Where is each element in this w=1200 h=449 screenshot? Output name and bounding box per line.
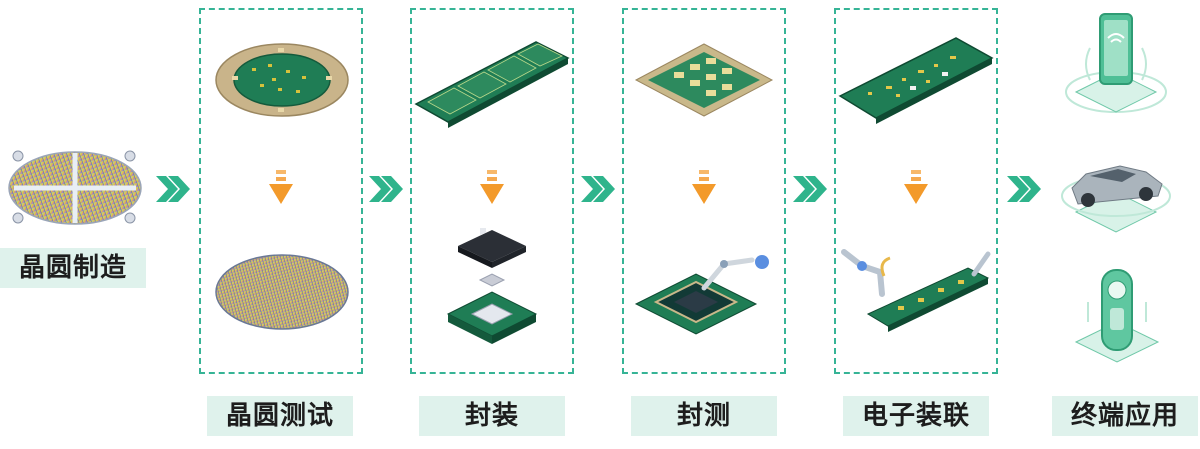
test-socket-robot-icon (634, 255, 769, 335)
arrow-down-icon (692, 170, 716, 204)
stage-box-package-test (622, 8, 786, 374)
stage-label-end-application: 终端应用 (1052, 396, 1198, 436)
pcb-board-icon (838, 37, 994, 124)
car-icon (1061, 165, 1171, 233)
chevron-right-icon (581, 176, 615, 202)
chip-strip-icon (414, 41, 570, 128)
stage-box-wafer-test (199, 8, 363, 374)
stage-box-packaging (410, 8, 574, 374)
chevron-right-icon (156, 176, 190, 202)
stage-label-packaging: 封装 (419, 396, 565, 436)
stage-label-package-test: 封测 (631, 396, 777, 436)
smartphone-icon (1065, 13, 1167, 113)
chevron-right-icon (369, 176, 403, 202)
arrow-down-icon (269, 170, 293, 204)
arrow-down-icon (480, 170, 504, 204)
assembly-robot-pcb-icon (841, 249, 991, 332)
chevron-right-icon (1007, 176, 1041, 202)
chip-tray-icon (634, 43, 774, 117)
smart-lock-icon (1074, 269, 1160, 363)
chevron-right-icon (793, 176, 827, 202)
probe-card-icon (215, 43, 349, 117)
wafer-icon (215, 254, 349, 330)
chip-package-icon (446, 228, 538, 344)
stage-box-electronic-assembly (834, 8, 998, 374)
raw-wafer-icon (8, 150, 142, 225)
stage-label-wafer-fab: 晶圆制造 (0, 248, 146, 288)
stage-label-wafer-test: 晶圆测试 (207, 396, 353, 436)
stage-label-electronic-assembly: 电子装联 (843, 396, 989, 436)
arrow-down-icon (904, 170, 928, 204)
